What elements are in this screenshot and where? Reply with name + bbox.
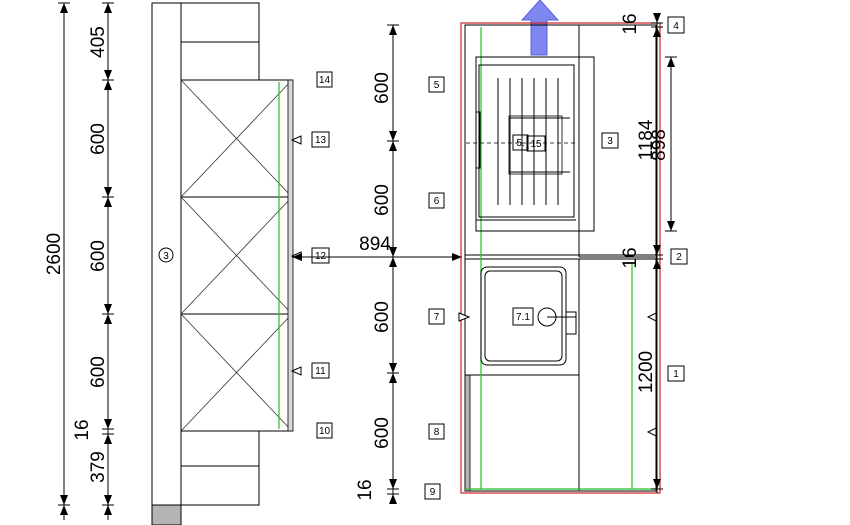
dim-seg1-600: 600 — [88, 123, 109, 155]
tag-6: 6 — [428, 192, 445, 209]
svg-text:13: 13 — [315, 135, 327, 146]
svg-text:7.1: 7.1 — [516, 312, 530, 323]
tag-2: 2 — [670, 248, 688, 265]
svg-text:10: 10 — [319, 426, 331, 437]
upper-appliance — [466, 56, 595, 232]
tag-12: 12 — [311, 247, 330, 264]
tag-4: 4 — [667, 16, 685, 34]
svg-text:11: 11 — [315, 366, 326, 377]
tag-7: 7 — [428, 308, 445, 325]
dim-mid-16: 16 — [355, 479, 376, 500]
tall-side-panel — [151, 2, 182, 524]
dim-overall: 2600 — [44, 2, 70, 520]
dim-seg3-600: 600 — [88, 356, 109, 388]
svg-text:3: 3 — [607, 136, 613, 147]
outer-red-frame — [460, 22, 661, 494]
marker-right-lower — [646, 427, 657, 437]
tag-1: 1 — [667, 365, 685, 382]
dim-mid-600-3: 600 — [372, 301, 393, 333]
tag-11: 11 — [311, 362, 330, 379]
dim-chain-left — [102, 2, 114, 520]
tag-5-dot: 5. — [512, 134, 529, 151]
svg-text:894: 894 — [359, 234, 391, 255]
left-edge-band — [464, 374, 471, 492]
dim-mid-600-4: 600 — [372, 417, 393, 449]
tag-14: 14 — [316, 71, 333, 88]
marker-7-left — [458, 312, 471, 322]
crossed-compartments — [180, 79, 294, 432]
panel-circle-label: 3 — [163, 251, 169, 262]
svg-text:5.: 5. — [516, 138, 524, 149]
exhaust-arrow — [520, 0, 560, 56]
dim-mid-600-1: 600 — [372, 72, 393, 104]
dim-top-405: 405 — [88, 26, 109, 58]
svg-text:9: 9 — [430, 487, 436, 498]
dim-right-1184: 1184 — [636, 119, 657, 160]
svg-text:1: 1 — [673, 369, 679, 380]
svg-text:7: 7 — [434, 312, 440, 323]
tag-13: 13 — [311, 131, 330, 148]
svg-text:15: 15 — [530, 139, 542, 150]
tag-5: 5 — [428, 76, 445, 93]
svg-text:8: 8 — [434, 427, 440, 438]
dim-gap-16: 16 — [72, 419, 93, 440]
svg-text:2: 2 — [676, 252, 682, 263]
svg-text:6: 6 — [434, 196, 440, 207]
dim-depth: 894 — [292, 234, 462, 261]
panel-circle-tag — [158, 247, 174, 263]
dim-right-1200: 1200 — [636, 351, 657, 393]
tag-8: 8 — [428, 423, 445, 440]
svg-text:14: 14 — [319, 75, 331, 86]
dim-right-16-top: 16 — [620, 13, 641, 34]
marker-13 — [290, 135, 302, 145]
dim-seg2-600: 600 — [88, 240, 109, 272]
dim-right-898: 898 — [649, 129, 670, 161]
dim-chain-middle — [387, 24, 399, 504]
sink-unit — [480, 266, 577, 366]
panel-base-block — [151, 504, 182, 525]
dim-right-16-mid: 16 — [620, 247, 641, 268]
tag-15: 15 — [526, 135, 546, 152]
dim-898 — [665, 56, 677, 232]
dim-chain-right — [579, 13, 663, 493]
tag-10: 10 — [316, 422, 333, 439]
marker-11 — [290, 366, 302, 376]
bottom-box — [180, 430, 260, 506]
dim-bottom-379: 379 — [88, 451, 109, 483]
svg-text:5: 5 — [434, 80, 440, 91]
svg-text:4: 4 — [673, 21, 679, 32]
tag-7-1: 7.1 — [512, 307, 534, 326]
tag-3: 3 — [601, 132, 619, 149]
dim-mid-600-2: 600 — [372, 184, 393, 216]
cabinet-body — [464, 24, 657, 492]
tag-9: 9 — [424, 483, 441, 500]
marker-right-upper — [646, 312, 657, 322]
svg-text:2600: 2600 — [44, 233, 65, 275]
